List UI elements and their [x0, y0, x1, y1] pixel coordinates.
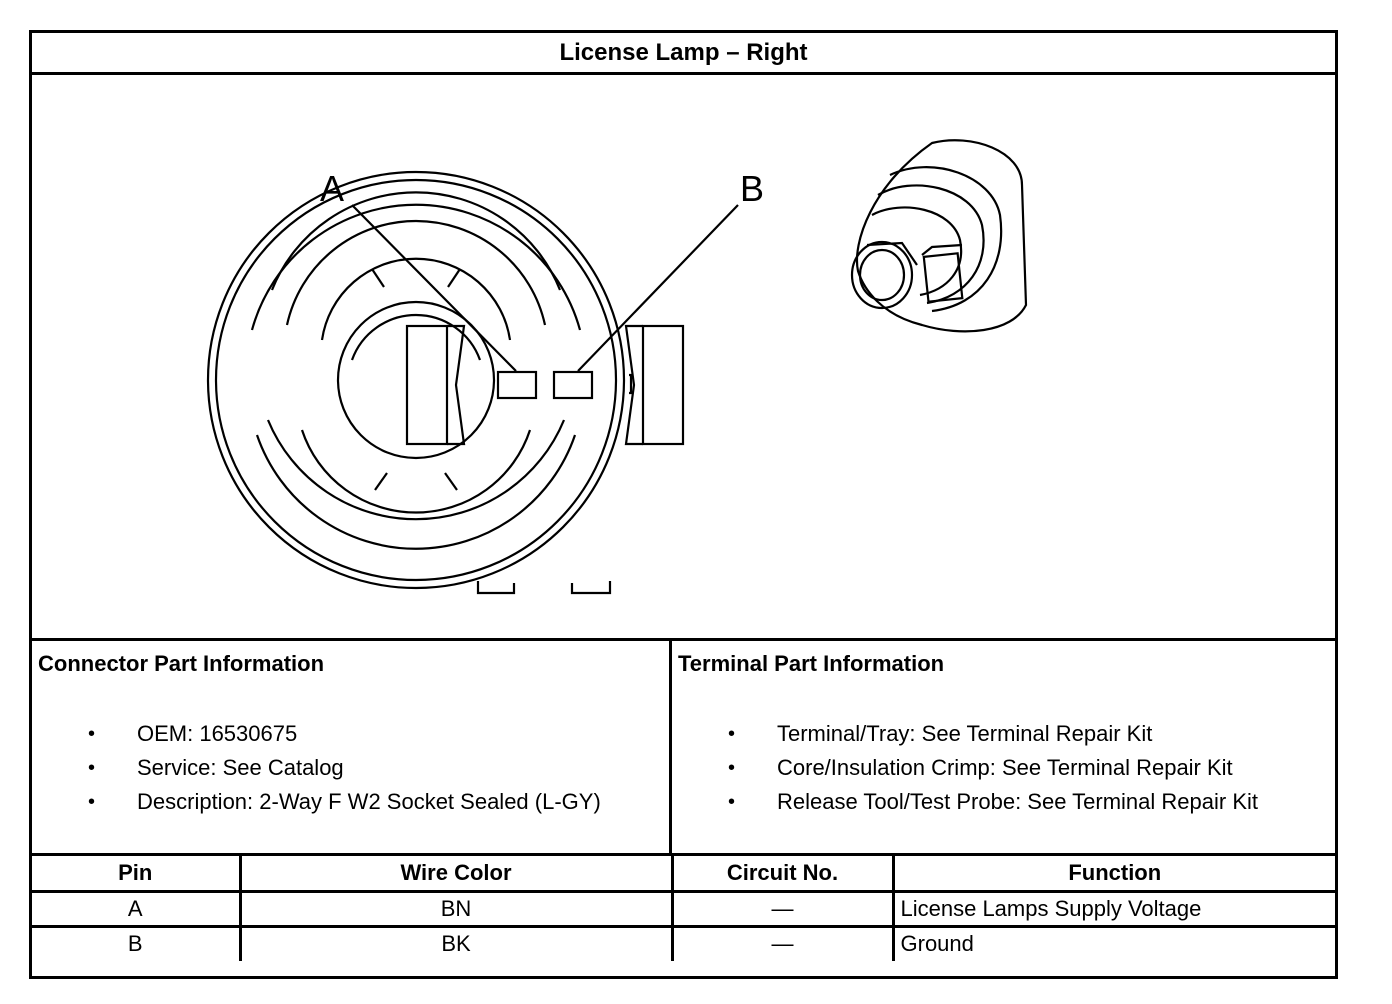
- bullet-icon: •: [88, 757, 96, 779]
- table-row: A BN — License Lamps Supply Voltage: [32, 889, 1335, 928]
- connector-perspective-view: [850, 139, 1028, 333]
- pin-a-label: A: [320, 168, 344, 209]
- connector-drawing: A B: [206, 139, 1028, 595]
- bullet-icon: •: [728, 757, 736, 779]
- connector-info-heading: Connector Part Information: [38, 651, 325, 676]
- pin-b-cavity: [552, 370, 594, 400]
- terminal-info-release-tool: Release Tool/Test Probe: See Terminal Re…: [777, 789, 1258, 814]
- connector-info-service: Service: See Catalog: [137, 755, 344, 780]
- pin-cell: B: [32, 924, 242, 961]
- connector-info-list: • OEM: 16530675 • Service: See Catalog • De…: [32, 717, 601, 819]
- pin-b-leader: [577, 204, 739, 372]
- connector-face-view: [206, 170, 739, 595]
- list-item: • Release Tool/Test Probe: See Terminal R…: [672, 785, 1258, 819]
- terminal-info-heading: Terminal Part Information: [678, 651, 945, 676]
- column-header-pin: Pin: [32, 856, 242, 893]
- list-item: • Description: 2-Way F W2 Socket Sealed (…: [32, 785, 601, 819]
- list-item: • Core/Insulation Crimp: See Terminal Rep…: [672, 751, 1258, 785]
- column-header-wire-color: Wire Color: [238, 856, 674, 893]
- part-information-section: Connector Part Information • OEM: 1653067…: [32, 638, 1335, 856]
- bullet-icon: •: [88, 791, 96, 813]
- table-row: B BK — Ground: [32, 924, 1335, 961]
- bullet-icon: •: [728, 791, 736, 813]
- terminal-part-info: Terminal Part Information • Terminal/Tray…: [672, 641, 1338, 853]
- pin-function-table: Pin Wire Color Circuit No. Function A BN…: [32, 856, 1335, 961]
- connector-sheet: License Lamp – Right: [29, 30, 1338, 979]
- connector-part-info: Connector Part Information • OEM: 1653067…: [32, 641, 672, 853]
- list-item: • OEM: 16530675: [32, 717, 601, 751]
- pin-b-label: B: [740, 168, 764, 209]
- column-header-function: Function: [891, 856, 1335, 893]
- connector-info-description: Description: 2-Way F W2 Socket Sealed (L…: [137, 789, 601, 814]
- function-cell: Ground: [891, 924, 1335, 961]
- list-item: • Service: See Catalog: [32, 751, 601, 785]
- wire-color-cell: BN: [238, 889, 674, 928]
- terminal-info-crimp: Core/Insulation Crimp: See Terminal Repa…: [777, 755, 1233, 780]
- bullet-icon: •: [88, 723, 96, 745]
- connector-diagram: A B: [32, 75, 1335, 638]
- list-item: • Terminal/Tray: See Terminal Repair Kit: [672, 717, 1258, 751]
- pin-cell: A: [32, 889, 242, 928]
- function-cell: License Lamps Supply Voltage: [891, 889, 1335, 928]
- page-title: License Lamp – Right: [32, 33, 1335, 75]
- terminal-info-list: •Terminal/Tray: See Terminal Repair Kit …: [672, 717, 1258, 819]
- circuit-cell: —: [670, 889, 895, 928]
- pin-a-leader: [351, 204, 517, 372]
- connector-info-oem: OEM: 16530675: [137, 721, 298, 746]
- pin-a-cavity: [496, 370, 538, 400]
- terminal-info-tray: Terminal/Tray: See Terminal Repair Kit: [777, 721, 1153, 746]
- column-header-circuit: Circuit No.: [670, 856, 895, 893]
- wire-color-cell: BK: [238, 924, 674, 961]
- bullet-icon: •: [728, 723, 736, 745]
- table-header-row: Pin Wire Color Circuit No. Function: [32, 856, 1335, 893]
- circuit-cell: —: [670, 924, 895, 961]
